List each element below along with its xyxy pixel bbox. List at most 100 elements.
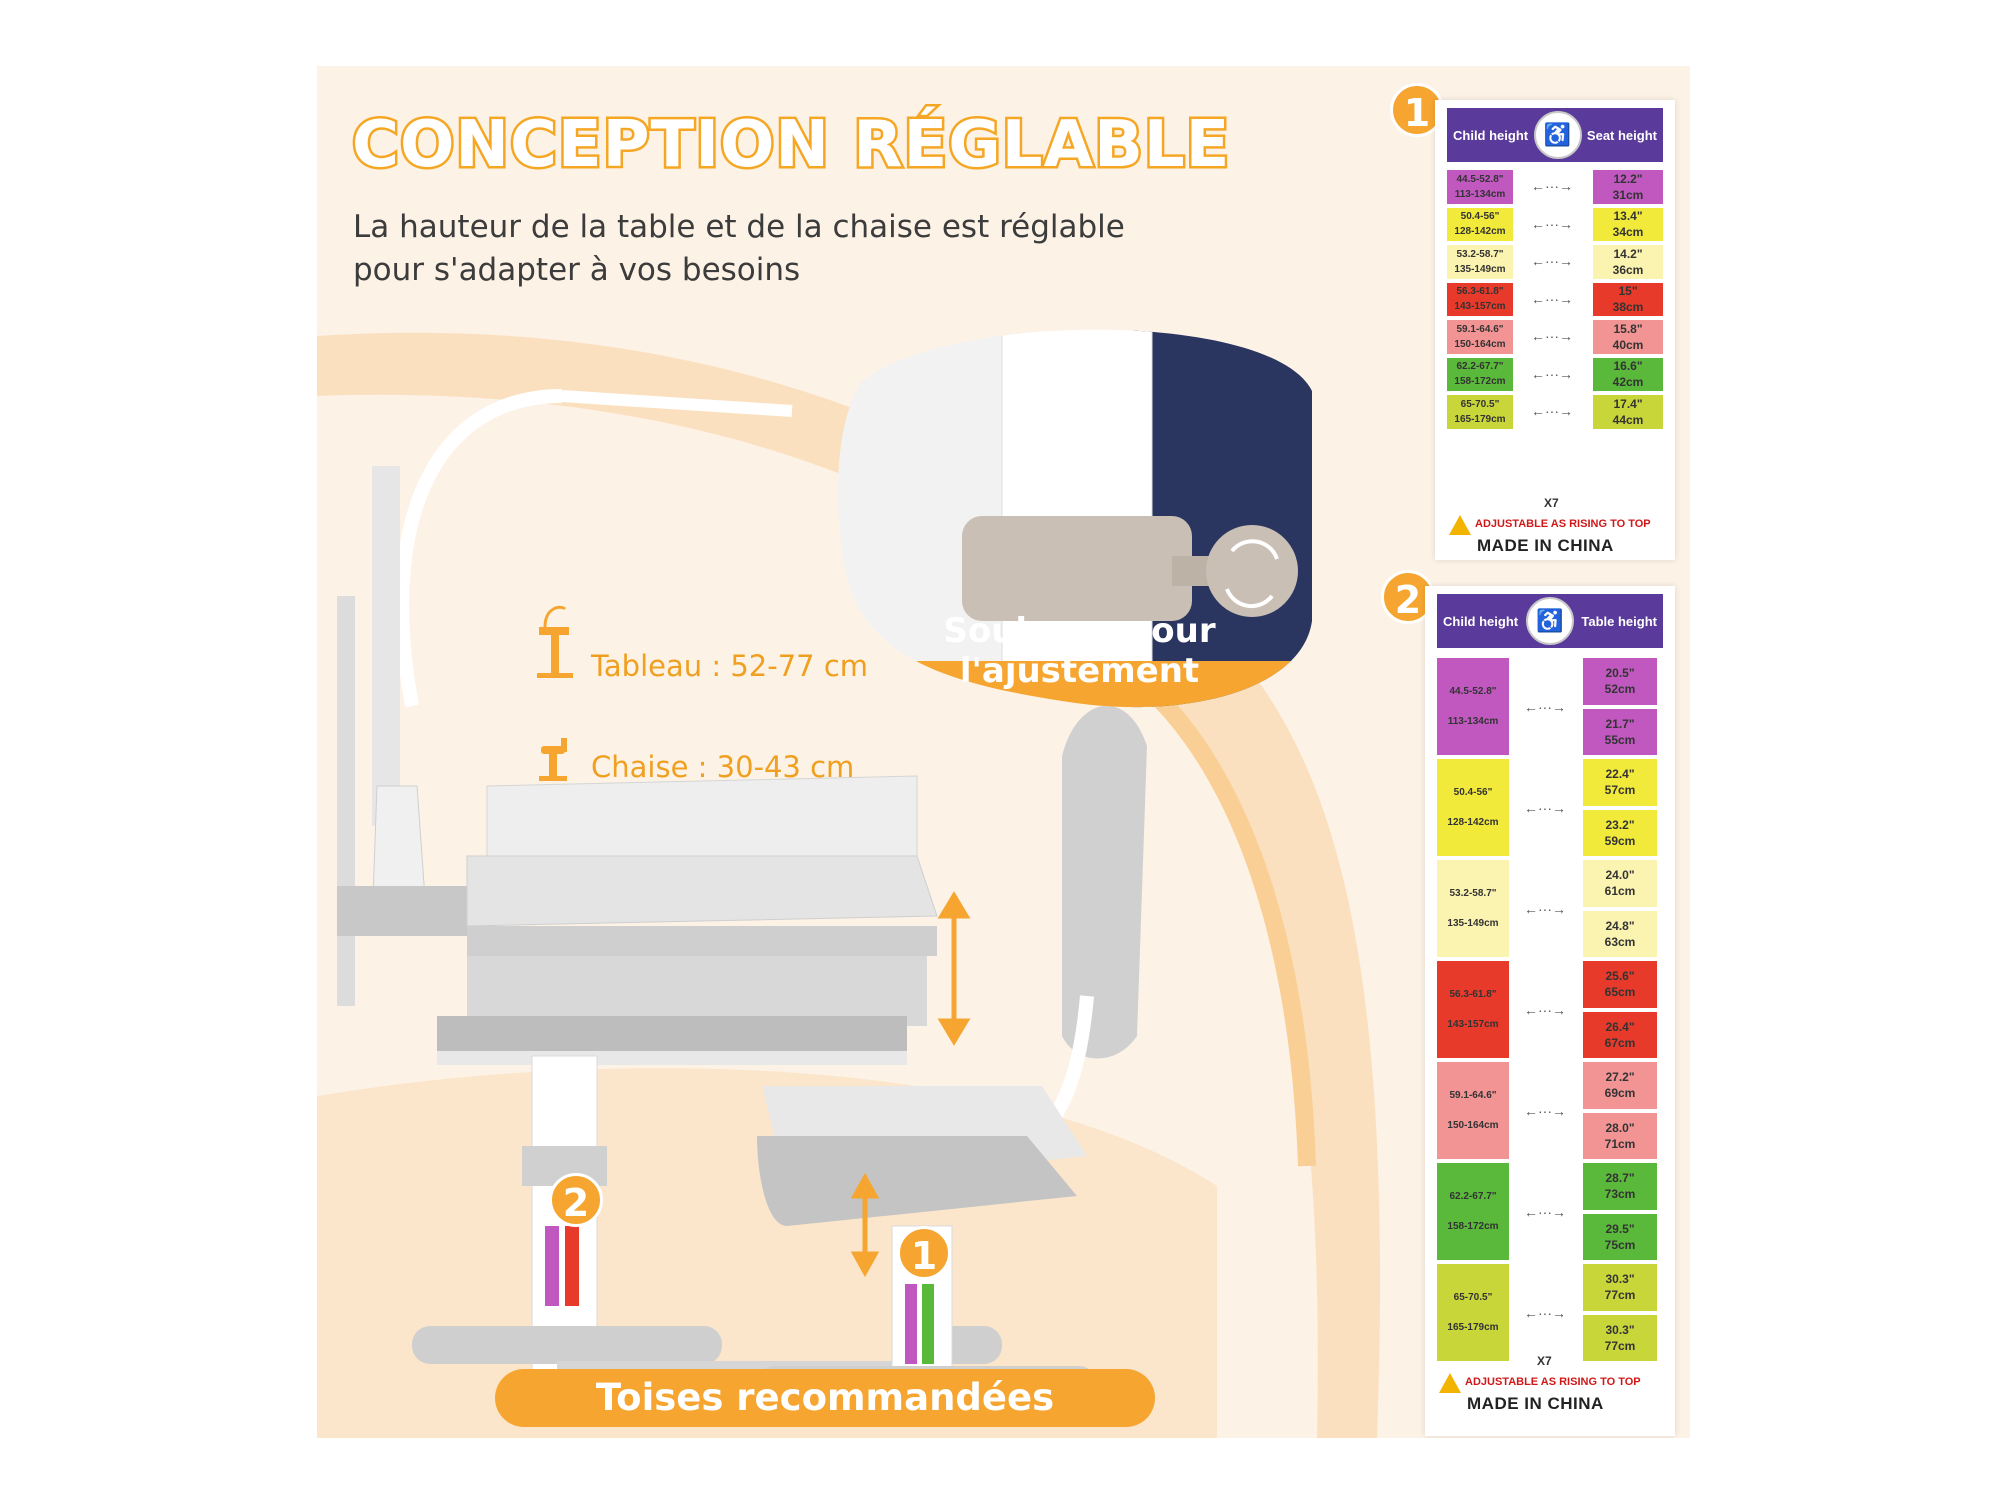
chart1-made-in: MADE IN CHINA <box>1477 536 1614 555</box>
chart1-left-header: Child height <box>1453 127 1529 143</box>
chart2-row-arrow: ←···→ <box>1524 1304 1566 1321</box>
chart2-table-cell: 22.4"57cm <box>1583 759 1657 806</box>
marker-1-chair: 1 <box>897 1226 951 1280</box>
chart1-seat-cell: 16.6"42cm <box>1593 357 1663 391</box>
chart2-table-cm: 63cm <box>1604 934 1636 949</box>
chart2-table-cm: 77cm <box>1604 1338 1636 1353</box>
chart2-child-spacer <box>1437 800 1509 815</box>
chart1-child-inches: 44.5-52.8" <box>1456 173 1504 185</box>
chart1-child-cell: 50.4-56" 128-142cm <box>1447 207 1513 241</box>
chart2-table-inches: 30.3" <box>1605 1272 1635 1287</box>
chart2-table-cell: 23.2"59cm <box>1583 809 1657 856</box>
chart2-table-cell: 25.6"65cm <box>1583 961 1657 1008</box>
chart1-child-inches: 59.1-64.6" <box>1456 323 1504 335</box>
chair-height-text: Chaise : 30-43 cm <box>591 750 855 784</box>
chart2-child-cm: 128-142cm <box>1447 817 1499 828</box>
chart1-child-cm: 165-179cm <box>1454 413 1506 425</box>
chart2-warning: ADJUSTABLE AS RISING TO TOP <box>1465 1376 1641 1388</box>
chart2-child-cell: 44.5-52.8" 113-134cm <box>1437 658 1509 755</box>
chart1-child-inches: 50.4-56" <box>1460 211 1500 223</box>
chart1-child-inches: 62.2-67.7" <box>1456 361 1504 373</box>
subtitle-line-1: La hauteur de la table et de la chaise e… <box>353 209 1125 245</box>
chart1-seat-inches: 15" <box>1618 284 1638 299</box>
chart1-seat-cell: 12.2"31cm <box>1593 170 1663 204</box>
chart2-table-cm: 71cm <box>1604 1136 1636 1151</box>
table-height-spec: Tableau : 52-77 cm <box>537 605 868 683</box>
chart2-number: 2 <box>1381 570 1435 624</box>
chart2-row-arrow: ←···→ <box>1524 698 1566 715</box>
chart2-child-spacer <box>1437 1305 1509 1320</box>
chart2-table-cm: 61cm <box>1604 884 1636 899</box>
chart1-row-arrow: ←···→ <box>1531 253 1573 269</box>
chart1-child-cm: 128-142cm <box>1454 226 1506 238</box>
recommended-heights-label: Toises recommandées <box>495 1369 1155 1427</box>
chart2-table-cm: 69cm <box>1604 1086 1636 1101</box>
detail-bubble <box>838 329 1312 708</box>
chart1-child-cm: 143-157cm <box>1454 301 1506 313</box>
chart2-row-arrow: ←···→ <box>1524 1102 1566 1119</box>
chart1-row-arrow: ←···→ <box>1531 290 1573 307</box>
chart2-child-spacer <box>1437 699 1509 714</box>
chart2-child-inches: 62.2-67.7" <box>1449 1191 1497 1202</box>
chart1-seat-inches: 16.6" <box>1613 359 1643 374</box>
chart2-table-cell: 29.5"75cm <box>1583 1213 1657 1260</box>
chart1-seat-cm: 40cm <box>1612 337 1644 352</box>
chart2-left-header: Child height <box>1443 613 1519 629</box>
chart1-right-header: Seat height <box>1586 127 1657 143</box>
chart2-table-inches: 28.7" <box>1605 1171 1635 1186</box>
chart2-table-inches: 24.0" <box>1605 868 1635 883</box>
desk-chair-illustration <box>337 389 1147 1407</box>
chart1-child-cell: 65-70.5" 165-179cm <box>1447 395 1513 429</box>
chart2-table-cell: 26.4"67cm <box>1583 1011 1657 1058</box>
chair-height-spec: Chaise : 30-43 cm <box>539 738 855 784</box>
chart2-table-cm: 77cm <box>1604 1288 1636 1303</box>
chair-icon <box>539 738 567 781</box>
chart1-warning-icon <box>1449 515 1471 535</box>
chart1-row-arrow: ←···→ <box>1531 365 1573 382</box>
chart2-multiplier: X7 <box>1537 1354 1552 1368</box>
chart2-child-inches: 65-70.5" <box>1453 1292 1493 1303</box>
chart2-table-inches: 24.8" <box>1605 918 1635 933</box>
chart2-table-cm: 75cm <box>1604 1237 1636 1252</box>
chart1-seat-cell: 14.2"36cm <box>1593 245 1663 279</box>
chart2-table-cell: 24.0"61cm <box>1583 860 1657 907</box>
chart1-seat-cm: 42cm <box>1612 375 1644 390</box>
chart1-child-cm: 158-172cm <box>1454 376 1506 388</box>
chart2-child-cell: 50.4-56" 128-142cm <box>1437 759 1509 856</box>
chart1-row-arrow: ←···→ <box>1531 328 1573 344</box>
chart2-table-cell: 21.7"55cm <box>1583 708 1657 755</box>
chart1-seat-cm: 44cm <box>1612 412 1644 427</box>
chart2-child-cell: 59.1-64.6" 150-164cm <box>1437 1062 1509 1159</box>
lift-adjust-label: Soulevez pour l'ajustement <box>857 611 1302 691</box>
chart2-child-cm: 143-157cm <box>1447 1019 1499 1030</box>
subtitle-line-2: pour s'adapter à vos besoins <box>353 252 801 288</box>
chart1-child-inches: 65-70.5" <box>1460 398 1500 410</box>
desk-icon <box>537 605 573 678</box>
chart1-child-cell: 44.5-52.8"113-134cm <box>1447 170 1513 204</box>
chart2-right-header: Table height <box>1581 613 1657 629</box>
chart2-table-cell: 30.3"77cm <box>1583 1314 1657 1361</box>
chart2-child-inches: 56.3-61.8" <box>1449 989 1497 1000</box>
chart1-seat-inches: 13.4" <box>1613 209 1643 224</box>
chart2-child-spacer <box>1437 901 1509 916</box>
chart2-table-cm: 55cm <box>1604 732 1636 747</box>
chart1-seat-cm: 31cm <box>1612 187 1644 202</box>
chart1-child-cm: 150-164cm <box>1454 338 1506 350</box>
table-height-chart: Child height ♿ Table height 44.5-52.8" 1… <box>1425 586 1675 1436</box>
chart2-table-cm: 73cm <box>1604 1187 1636 1202</box>
chart1-seat-cm: 34cm <box>1612 225 1644 240</box>
chart2-table-inches: 29.5" <box>1605 1221 1635 1236</box>
chart1-logo-icon: ♿ <box>1533 111 1582 159</box>
product-panel: CONCEPTION RÉGLABLE La hauteur de la tab… <box>317 66 1690 1438</box>
chart2-child-cm: 135-149cm <box>1447 918 1499 929</box>
lift-adjust-line-1: Soulevez pour <box>943 611 1216 651</box>
chart2-table-cell: 27.2"69cm <box>1583 1062 1657 1109</box>
chart2-child-cm: 158-172cm <box>1447 1221 1499 1232</box>
chart1-seat-inches: 12.2" <box>1613 171 1643 186</box>
chart1-seat-cm: 38cm <box>1612 300 1644 315</box>
chart2-table-inches: 25.6" <box>1605 969 1635 984</box>
chart2-warning-icon <box>1439 1373 1461 1393</box>
lift-adjust-line-2: l'ajustement <box>959 651 1200 691</box>
chart1-multiplier: X7 <box>1544 496 1559 510</box>
chart1-warning: ADJUSTABLE AS RISING TO TOP <box>1475 518 1651 530</box>
